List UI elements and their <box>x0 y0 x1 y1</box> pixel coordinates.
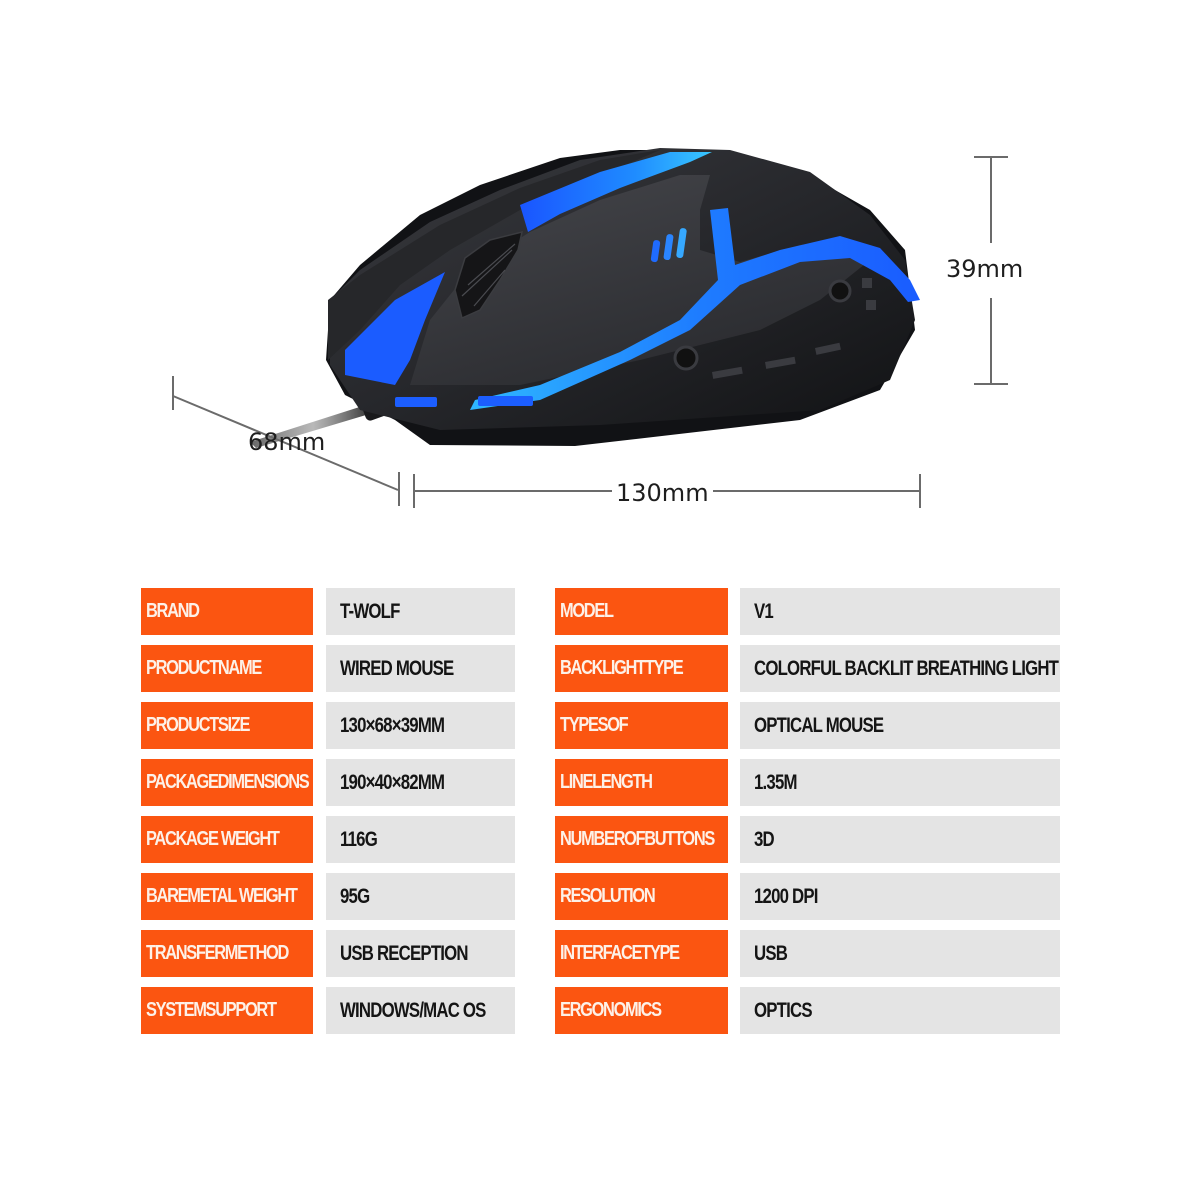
spec-row-bare-metal-weight: BAREMETAL WEIGHT 95G <box>141 873 515 920</box>
side-button-back <box>673 345 699 371</box>
spec-value: WIRED MOUSE <box>326 645 515 692</box>
spec-key: BAREMETAL WEIGHT <box>141 873 313 920</box>
spec-row-system-support: SYSTEMSUPPORT WINDOWS/MAC OS <box>141 987 515 1034</box>
spec-row-backlight-type: BACKLIGHTTYPE COLORFUL BACKLIT BREATHING… <box>555 645 1060 692</box>
spec-key: PRODUCTSIZE <box>141 702 313 749</box>
mouse-left-button <box>328 150 660 360</box>
spec-value: USB RECEPTION <box>326 930 515 977</box>
spec-row-product-size: PRODUCTSIZE 130×68×39MM <box>141 702 515 749</box>
dimension-width-label: 68mm <box>248 428 326 456</box>
spec-value: 190×40×82MM <box>326 759 515 806</box>
spec-value: WINDOWS/MAC OS <box>326 987 515 1034</box>
spec-value: T-WOLF <box>326 588 515 635</box>
spec-row-brand: BRAND T-WOLF <box>141 588 515 635</box>
spec-key: NUMBEROFBUTTONS <box>555 816 728 863</box>
spec-row-product-name: PRODUCTNAME WIRED MOUSE <box>141 645 515 692</box>
spec-table-right: MODEL V1 BACKLIGHTTYPE COLORFUL BACKLIT … <box>555 588 1060 1044</box>
spec-row-ergonomics: ERGONOMICS OPTICS <box>555 987 1060 1034</box>
side-button-forward <box>828 279 852 303</box>
spec-row-number-of-buttons: NUMBEROFBUTTONS 3D <box>555 816 1060 863</box>
spec-key: PACKAGE WEIGHT <box>141 816 313 863</box>
spec-key: SYSTEMSUPPORT <box>141 987 313 1034</box>
spec-value: COLORFUL BACKLIT BREATHING LIGHT <box>740 645 1060 692</box>
spec-key: BACKLIGHTTYPE <box>555 645 728 692</box>
spec-value: V1 <box>740 588 1060 635</box>
spec-value: 130×68×39MM <box>326 702 515 749</box>
mouse-cable <box>250 403 376 448</box>
spec-value: USB <box>740 930 1060 977</box>
backlight-top-strip <box>520 152 712 232</box>
spec-value: 3D <box>740 816 1060 863</box>
spec-row-interface-type: INTERFACETYPE USB <box>555 930 1060 977</box>
spec-row-resolution: RESOLUTION 1200 DPI <box>555 873 1060 920</box>
backlight-left-panel <box>345 272 445 385</box>
backlight-front-bar-right <box>478 396 533 406</box>
spec-value: 1200 DPI <box>740 873 1060 920</box>
spec-value: OPTICS <box>740 987 1060 1034</box>
spec-key: ERGONOMICS <box>555 987 728 1034</box>
product-figure: 39mm 130mm 68mm <box>0 0 1200 540</box>
spec-row-types-of: TYPESOF OPTICAL MOUSE <box>555 702 1060 749</box>
spec-table-left: BRAND T-WOLF PRODUCTNAME WIRED MOUSE PRO… <box>141 588 515 1044</box>
spec-key: BRAND <box>141 588 313 635</box>
spec-row-package-dimensions: PACKAGEDIMENSIONS 190×40×82MM <box>141 759 515 806</box>
scroll-wheel <box>454 230 523 320</box>
mouse-illustration <box>172 148 1008 508</box>
spec-value: 116G <box>326 816 515 863</box>
spec-value: 95G <box>326 873 515 920</box>
spec-row-line-length: LINELENGTH 1.35M <box>555 759 1060 806</box>
backlight-front-bar-left <box>395 397 437 407</box>
spec-key: PRODUCTNAME <box>141 645 313 692</box>
dpi-indicator-icon <box>650 228 687 263</box>
spec-row-package-weight: PACKAGE WEIGHT 116G <box>141 816 515 863</box>
spec-key: TYPESOF <box>555 702 728 749</box>
spec-row-model: MODEL V1 <box>555 588 1060 635</box>
spec-key: PACKAGEDIMENSIONS <box>141 759 313 806</box>
spec-row-transfer-method: TRANSFERMETHOD USB RECEPTION <box>141 930 515 977</box>
side-grip-ridges <box>711 278 876 379</box>
mouse-top-shell <box>410 175 870 385</box>
spec-key: INTERFACETYPE <box>555 930 728 977</box>
spec-key: TRANSFERMETHOD <box>141 930 313 977</box>
dim-width-line <box>172 395 399 491</box>
dimension-height-label: 39mm <box>946 255 1024 283</box>
spec-value: 1.35M <box>740 759 1060 806</box>
spec-key: MODEL <box>555 588 728 635</box>
spec-key: RESOLUTION <box>555 873 728 920</box>
spec-key: LINELENGTH <box>555 759 728 806</box>
dimension-length-label: 130mm <box>612 479 713 507</box>
spec-value: OPTICAL MOUSE <box>740 702 1060 749</box>
backlight-side-strip <box>470 208 920 410</box>
